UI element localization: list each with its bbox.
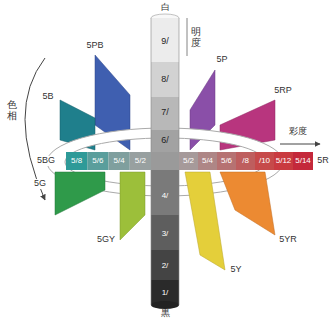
value-step: 7/	[161, 108, 169, 118]
hue-name: 5G	[33, 179, 47, 189]
value-step: 3/	[162, 230, 169, 239]
value-step: 6/	[161, 136, 169, 146]
hue-name: 5P	[215, 55, 228, 65]
axis-name: 明度	[191, 26, 201, 48]
hue-name: 5R	[316, 156, 330, 166]
chroma-step: 5/14	[295, 157, 311, 166]
value-end: 黒	[160, 309, 171, 319]
chroma-step: 5/6	[92, 157, 103, 166]
chroma-step: 5/4	[202, 157, 213, 166]
chroma-step: 5/4	[114, 157, 125, 166]
hue-name: 5RP	[273, 86, 293, 96]
value-step: 4/	[162, 192, 169, 201]
chroma-step: 5/12	[276, 157, 292, 166]
value-step: 2/	[162, 262, 169, 271]
hue-name: 5BG	[36, 156, 56, 166]
axis-name: 彩度	[288, 127, 308, 137]
value-step: 8/	[161, 75, 169, 85]
hue-name: 5YR	[278, 235, 298, 245]
chroma-step: 5/8	[71, 157, 82, 166]
chroma-step: 5/2	[183, 157, 194, 166]
hue-name: 5PB	[85, 41, 104, 51]
chroma-step: /8	[242, 157, 249, 166]
value-step: 1/	[162, 289, 169, 298]
chroma-step: /10	[259, 157, 270, 166]
axis-name: 色相	[7, 99, 17, 121]
chroma-step: 5/2	[135, 157, 146, 166]
value-end: 白	[160, 3, 171, 13]
chroma-step: 5/6	[221, 157, 232, 166]
value-step: 9/	[161, 37, 169, 47]
hue-name: 5GY	[96, 235, 116, 245]
hue-name: 5Y	[229, 265, 242, 275]
hue-name: 5B	[41, 92, 54, 102]
